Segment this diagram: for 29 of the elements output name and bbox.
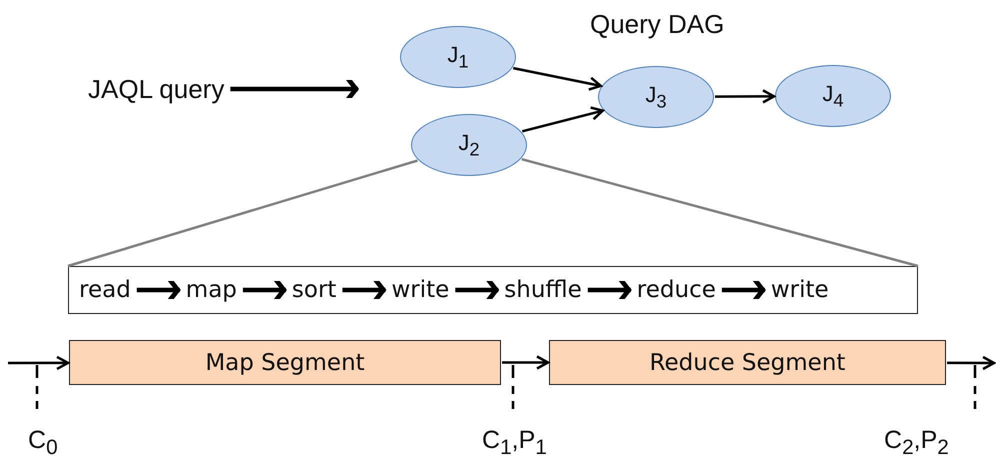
node-label: J$_{4}$ <box>822 80 844 112</box>
node-label: Map Segment <box>205 350 365 376</box>
arrow <box>715 89 776 104</box>
arrow <box>502 355 550 370</box>
node-label: J$_{3}$ <box>645 82 667 112</box>
node-label: Reduce Segment <box>650 350 846 376</box>
zoom-line <box>68 159 418 268</box>
arrow <box>947 356 996 370</box>
checkpoint-label: C$_{0}$ <box>28 425 58 461</box>
step-label: reduce <box>636 275 716 305</box>
step-label: shuffle <box>504 275 582 305</box>
heading-label: Query DAG <box>590 8 724 40</box>
node-label: J$_{2}$ <box>458 130 480 160</box>
checkpoint-label: C$_{1}$,P$_{1}$ <box>482 425 547 461</box>
arrow <box>522 106 604 133</box>
step-label: read <box>79 275 131 305</box>
step-label: map <box>186 275 237 305</box>
arrow <box>8 356 70 370</box>
step-label: write <box>391 275 450 305</box>
segment-bar <box>69 340 501 385</box>
query-label: JAQL query <box>88 72 224 106</box>
pipeline-box <box>68 266 918 314</box>
checkpoint-label: C$_{2}$,P$_{2}$ <box>884 425 949 461</box>
step-label: write <box>770 275 829 305</box>
segment-bar <box>549 340 946 385</box>
zoom-line <box>521 158 918 268</box>
step-label: sort <box>292 275 336 305</box>
node-label: J$_{1}$ <box>447 42 469 72</box>
arrow <box>512 66 602 91</box>
